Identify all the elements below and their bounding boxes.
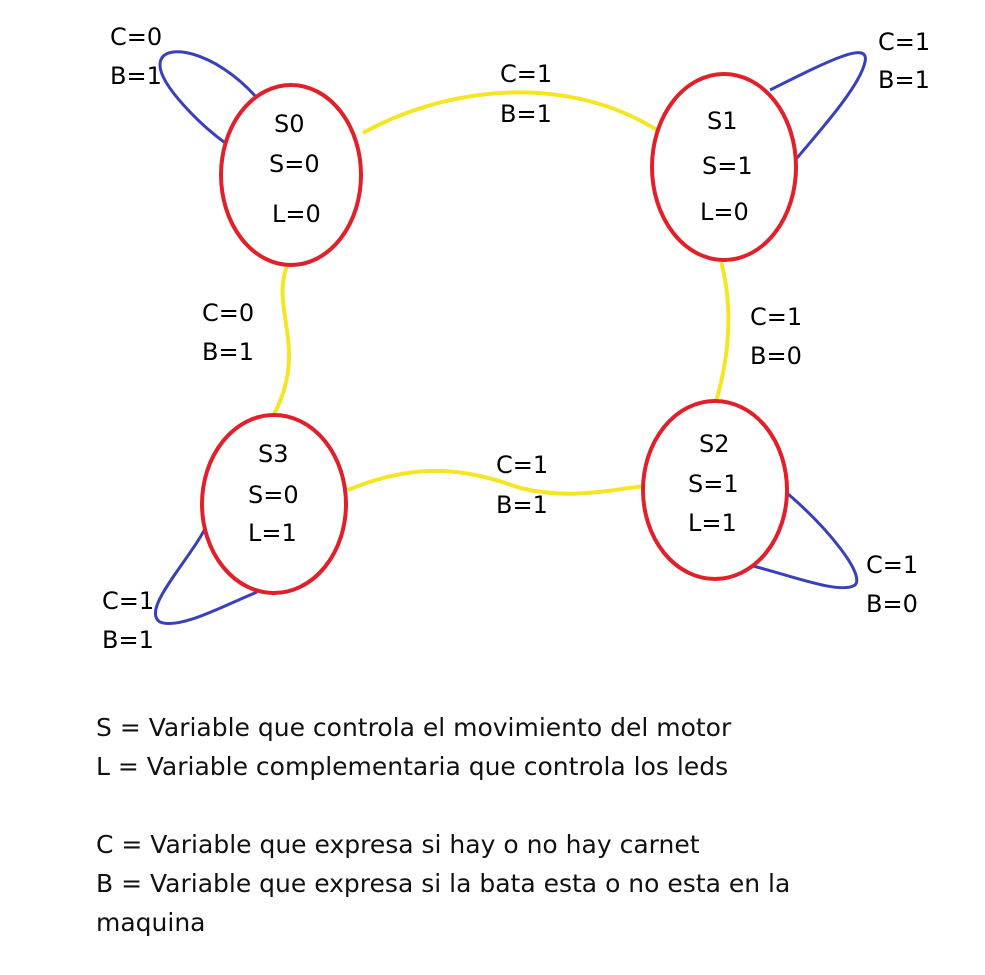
edge-s1-s2-b-label: B=0 <box>750 342 802 370</box>
self-loop-s0-b-label: B=1 <box>110 62 162 90</box>
legend: S = Variable que controla el movimiento … <box>96 708 956 942</box>
self-loop-s1-b-label: B=1 <box>878 66 930 94</box>
state-s0-l-value: L=0 <box>272 200 321 228</box>
state-s2-s-value: S=1 <box>688 470 739 498</box>
state-s3-l-value: L=1 <box>248 519 297 547</box>
edge-s1-s2-c-label: C=1 <box>750 303 802 331</box>
legend-c: C = Variable que expresa si hay o no hay… <box>96 830 700 859</box>
edge-s1-s2 <box>714 257 731 403</box>
self-loop-s2 <box>748 491 859 590</box>
state-s0-name: S0 <box>274 110 305 138</box>
state-s2 <box>641 399 789 581</box>
legend-b-line1: B = Variable que expresa si la bata esta… <box>96 869 791 898</box>
self-loop-s0 <box>158 50 259 147</box>
state-s2-name: S2 <box>699 430 730 458</box>
state-s1 <box>650 72 798 262</box>
state-s1-s-value: S=1 <box>702 152 753 180</box>
legend-spacer <box>96 786 956 825</box>
legend-b-line2: maquina <box>96 908 206 937</box>
self-loop-s1-c-label: C=1 <box>878 28 930 56</box>
edge-s0-s1-b-label: B=1 <box>500 100 552 128</box>
edge-s2-s3-b-label: B=1 <box>496 491 548 519</box>
self-loop-s2-b-label: B=0 <box>866 590 918 618</box>
edge-s2-s3 <box>347 468 646 496</box>
state-s3 <box>200 413 348 595</box>
edge-s3-s0-b-label: B=1 <box>202 338 254 366</box>
state-s1-l-value: L=0 <box>700 198 749 226</box>
self-loop-s2-c-label: C=1 <box>866 551 918 579</box>
self-loop-s1 <box>769 51 867 159</box>
self-loop-s0-c-label: C=0 <box>110 23 162 51</box>
state-s0 <box>219 83 363 267</box>
legend-l: L = Variable complementaria que controla… <box>96 752 729 781</box>
state-diagram: S0 S=0 L=0 S1 S=1 L=0 S2 S=1 L=1 S3 S=0 … <box>102 23 930 654</box>
edge-s2-s3-c-label: C=1 <box>496 451 548 479</box>
edge-s3-s0 <box>270 265 292 419</box>
self-loop-s3-c-label: C=1 <box>102 587 154 615</box>
self-loop-s3-b-label: B=1 <box>102 626 154 654</box>
state-s1-name: S1 <box>707 107 738 135</box>
state-s3-s-value: S=0 <box>248 481 299 509</box>
state-s3-name: S3 <box>258 440 289 468</box>
edge-s0-s1-c-label: C=1 <box>500 60 552 88</box>
state-s2-l-value: L=1 <box>688 509 737 537</box>
edge-s3-s0-c-label: C=0 <box>202 299 254 327</box>
edge-s0-s1 <box>362 90 659 135</box>
self-loop-s3 <box>153 524 258 625</box>
legend-s: S = Variable que controla el movimiento … <box>96 713 732 742</box>
state-s0-s-value: S=0 <box>269 150 320 178</box>
